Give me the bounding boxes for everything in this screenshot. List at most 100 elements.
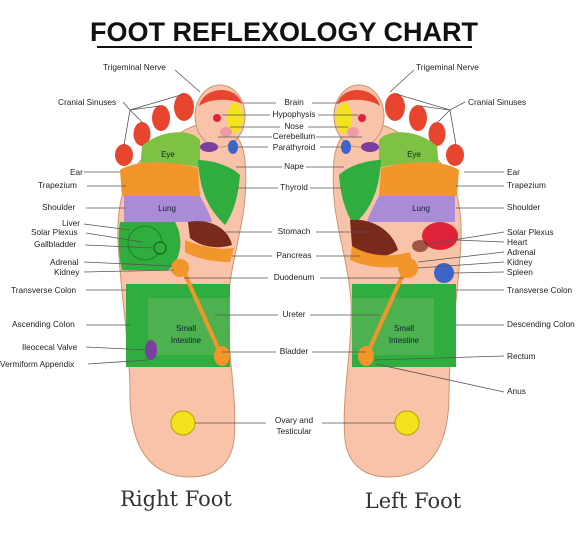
left-solar-zone [412, 240, 428, 252]
left-parathyroid-zone [341, 140, 351, 154]
center-labels: Brain Hypophysis Nose Cerebellum Parathy… [273, 97, 316, 436]
right-transverse-colon [126, 284, 230, 298]
left-cerebellum-zone [361, 142, 379, 152]
left-foot-leaders [373, 69, 505, 393]
right-pancreas-zone [185, 240, 234, 262]
left-descending-colon [434, 296, 456, 364]
lf-label-transverse: Transverse Colon [507, 285, 573, 295]
left-bigtoe-cap [337, 89, 380, 106]
right-eye-label: Eye [161, 150, 175, 159]
rf-label-ileocecal: Ileocecal Valve [22, 342, 78, 352]
left-toe-3 [409, 105, 427, 131]
right-thyroid-zone [198, 160, 240, 225]
label-hypophysis: Hypophysis [273, 109, 316, 119]
center-leaders [184, 102, 404, 424]
rf-label-solar: Solar Plexus [31, 227, 78, 237]
right-stomach-zone [188, 221, 232, 248]
label-thyroid: Thyroid [280, 182, 308, 192]
right-foot-leaders [83, 69, 201, 365]
left-toe-2 [385, 93, 405, 121]
right-ovary-zone [170, 410, 196, 436]
right-small-label: Small [176, 324, 196, 333]
rf-label-adrenal: Adrenal [50, 257, 79, 267]
right-lung-zone [124, 196, 212, 222]
right-bigtoe-cap [199, 89, 242, 106]
rf-label-kidney: Kidney [54, 267, 80, 277]
left-nose-zone [347, 127, 359, 137]
label-bladder: Bladder [280, 346, 309, 356]
right-brain-zone [227, 103, 243, 133]
right-solar-dot [153, 241, 167, 255]
label-ovary-2: Testicular [276, 426, 311, 436]
right-foot-labels: Trigeminal Nerve Cranial Sinuses Ear Tra… [0, 62, 166, 369]
left-eye-band [379, 132, 439, 170]
lf-label-anus: Anus [507, 386, 526, 396]
right-ureter [182, 271, 220, 349]
left-thyroid-zone [339, 160, 381, 225]
label-stomach: Stomach [278, 226, 311, 236]
lf-label-descending: Descending Colon [507, 319, 575, 329]
lf-label-solar: Solar Plexus [507, 227, 554, 237]
lf-label-trigeminal: Trigeminal Nerve [416, 62, 479, 72]
label-nose: Nose [284, 121, 304, 131]
right-toe-2 [174, 93, 194, 121]
lf-label-kidney: Kidney [507, 257, 533, 267]
chart-title: FOOT REFLEXOLOGY CHART [90, 17, 479, 47]
lf-label-adrenal: Adrenal [507, 247, 536, 257]
right-toe-3 [152, 105, 170, 131]
left-toe-5 [446, 144, 464, 166]
label-parathyroid: Parathyroid [273, 142, 316, 152]
left-foot-labels: Trigeminal Nerve Cranial Sinuses Ear Tra… [416, 62, 575, 396]
lf-label-cranial: Cranial Sinuses [468, 97, 526, 107]
lf-label-heart: Heart [507, 237, 528, 247]
left-ear-band [379, 162, 459, 196]
rf-label-gallbladder: Gallbladder [34, 239, 77, 249]
right-eye-band [140, 132, 200, 170]
label-cerebellum: Cerebellum [273, 131, 316, 141]
right-cerebellum-zone [200, 142, 218, 152]
rf-label-ear: Ear [70, 167, 83, 177]
lf-label-shoulder: Shoulder [507, 202, 540, 212]
left-transverse-colon [352, 284, 456, 298]
lf-label-rectum: Rectum [507, 351, 536, 361]
rf-label-appendix: Vermiform Appendix [0, 359, 75, 369]
right-toe-5 [115, 144, 133, 166]
left-lung-zone [367, 196, 455, 222]
left-ovary-zone [394, 410, 420, 436]
right-toe-4 [133, 122, 151, 146]
label-pancreas: Pancreas [276, 250, 311, 260]
label-duodenum: Duodenum [274, 272, 315, 282]
left-eye-label: Eye [407, 150, 421, 159]
label-nape: Nape [284, 161, 304, 171]
label-brain: Brain [284, 97, 304, 107]
right-intestine-label: Intestine [171, 336, 202, 345]
left-toe-4 [428, 122, 446, 146]
left-foot-caption: Left Foot [365, 489, 462, 513]
label-ureter: Ureter [282, 309, 305, 319]
lf-label-trapezium: Trapezium [507, 180, 546, 190]
left-pancreas-zone [350, 246, 412, 268]
right-ascending-colon [126, 296, 148, 364]
right-foot-caption: Right Foot [120, 487, 232, 511]
left-brain-zone [336, 103, 352, 133]
rf-label-liver: Liver [62, 218, 80, 228]
right-foot: Eye Lung Small Intestine [115, 84, 247, 478]
rf-label-cranial: Cranial Sinuses [58, 97, 116, 107]
rf-label-shoulder: Shoulder [42, 202, 75, 212]
right-ileocecal [145, 340, 157, 360]
left-intestine-label: Intestine [389, 336, 420, 345]
left-stomach-zone [350, 219, 398, 258]
left-heart-zone [422, 222, 458, 250]
right-nose-zone [220, 127, 232, 137]
rf-label-transverse: Transverse Colon [11, 285, 77, 295]
left-hypophysis-dot [358, 114, 366, 122]
right-hypophysis-dot [213, 114, 221, 122]
lf-label-ear: Ear [507, 167, 520, 177]
left-spleen-zone [434, 263, 454, 283]
left-bladder [358, 346, 374, 366]
left-foot: Eye Lung Small Intestine [332, 84, 464, 478]
right-lung-label: Lung [158, 204, 176, 213]
label-ovary-1: Ovary and [275, 415, 314, 425]
lf-label-spleen: Spleen [507, 267, 533, 277]
